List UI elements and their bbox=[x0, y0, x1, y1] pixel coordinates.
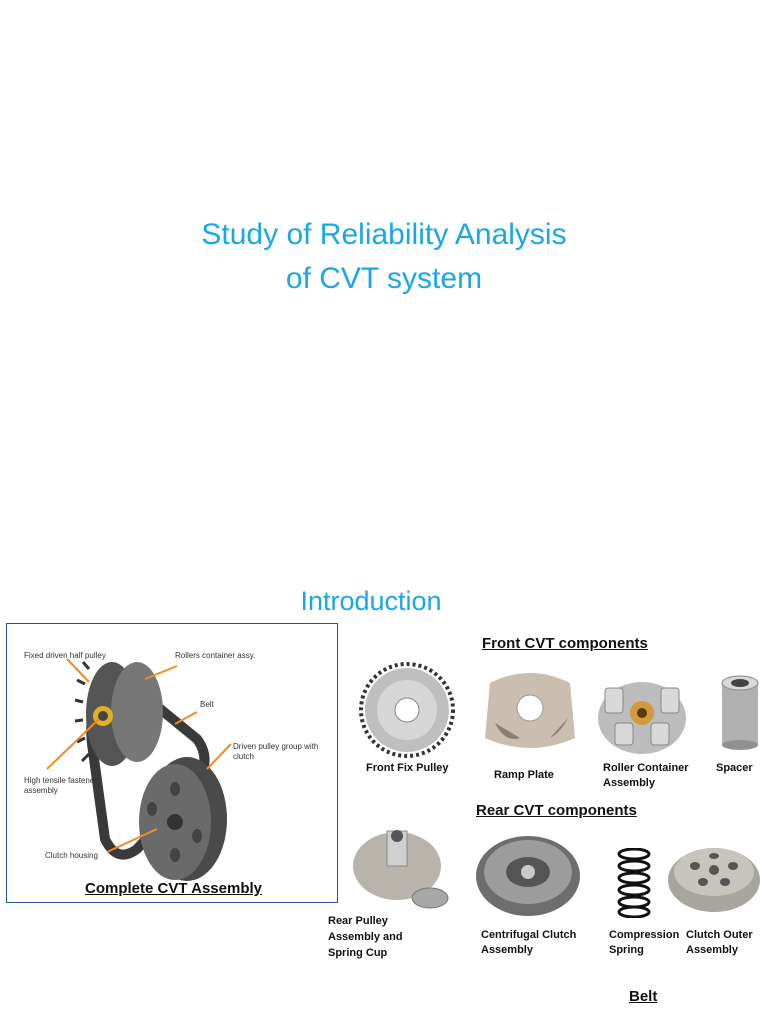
clutch-outer-image bbox=[668, 848, 760, 912]
roller-container-label-2: Assembly bbox=[603, 777, 655, 789]
introduction-title: Introduction bbox=[300, 586, 442, 616]
compression-spring-label-1: Compression bbox=[609, 929, 680, 941]
ramp-plate-image bbox=[485, 673, 575, 748]
cvt-assembly-illustration bbox=[46, 658, 232, 881]
label-high-tensile-fastener-2: assembly bbox=[24, 786, 58, 795]
slide-title-line-2: of CVT system bbox=[285, 262, 483, 295]
rear-pulley-label-3: Spring Cup bbox=[328, 947, 388, 959]
label-driven-pulley-group-1: Driven pulley group with bbox=[233, 742, 319, 751]
roller-container-image bbox=[598, 682, 686, 754]
ramp-plate-label: Ramp Plate bbox=[494, 769, 554, 781]
roller-container-label-1: Roller Container bbox=[603, 762, 689, 774]
centrifugal-clutch-image bbox=[476, 836, 580, 916]
spacer-label: Spacer bbox=[716, 762, 753, 774]
compression-spring-image bbox=[617, 848, 651, 918]
label-clutch-housing: Clutch housing bbox=[45, 851, 98, 860]
rear-pulley-label-2: Assembly and bbox=[328, 931, 403, 943]
centrifugal-clutch-label-2: Assembly bbox=[481, 944, 533, 956]
label-high-tensile-fastener-1: High tensile fastener bbox=[24, 776, 97, 785]
centrifugal-clutch-label-1: Centrifugal Clutch bbox=[481, 929, 577, 941]
compression-spring-label-2: Spring bbox=[609, 944, 644, 956]
rear-pulley-label-1: Rear Pulley bbox=[328, 915, 388, 927]
assembly-caption: Complete CVT Assembly bbox=[85, 880, 262, 897]
front-fix-pulley-label: Front Fix Pulley bbox=[366, 762, 449, 774]
label-driven-pulley-group-2: clutch bbox=[233, 752, 254, 761]
rear-components-heading: Rear CVT components bbox=[476, 802, 637, 819]
label-belt: Belt bbox=[200, 700, 214, 709]
front-fix-pulley-image bbox=[359, 662, 455, 758]
label-fixed-driven-half-pulley: Fixed driven half pulley bbox=[24, 651, 106, 660]
label-rollers-container: Rollers container assy. bbox=[175, 651, 256, 660]
clutch-outer-label-1: Clutch Outer bbox=[686, 929, 753, 941]
belt-heading: Belt bbox=[629, 988, 658, 1005]
rear-pulley-image bbox=[353, 830, 449, 909]
clutch-outer-label-2: Assembly bbox=[686, 944, 738, 956]
cvt-assembly-panel: Fixed driven half pulley Rollers contain… bbox=[6, 623, 338, 903]
spacer-image bbox=[721, 675, 759, 750]
slide-title-line-1: Study of Reliability Analysis bbox=[201, 218, 567, 251]
front-components-heading: Front CVT components bbox=[482, 635, 648, 652]
